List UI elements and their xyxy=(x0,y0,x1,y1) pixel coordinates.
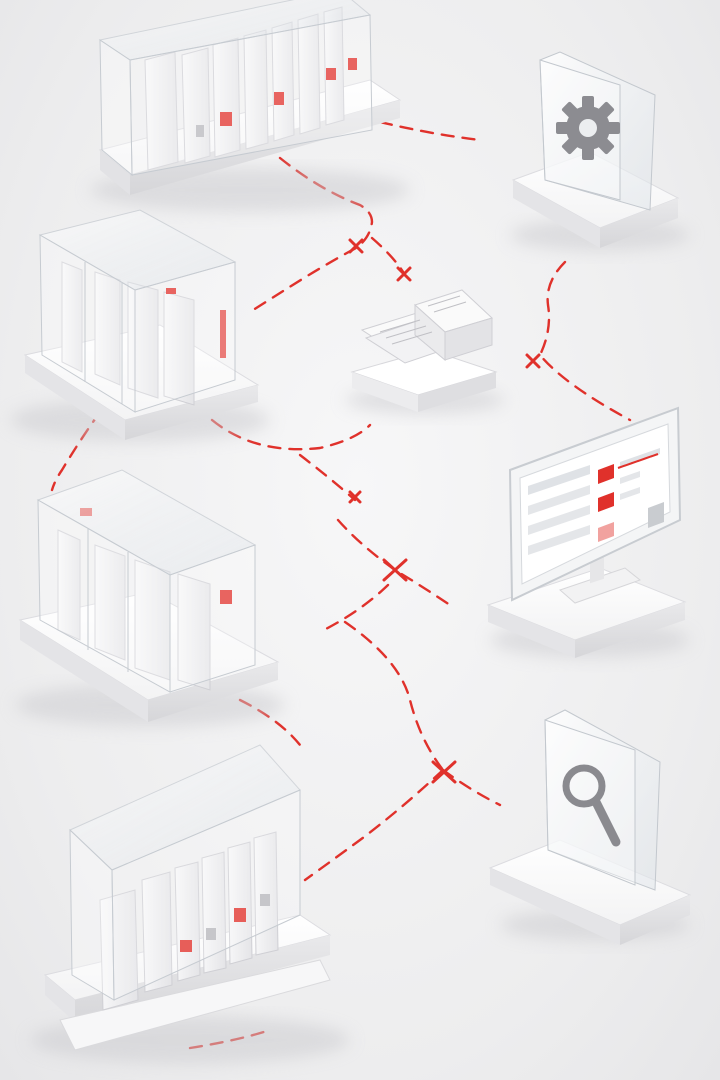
document-stack xyxy=(345,289,505,414)
file-cabinet-2 xyxy=(10,209,270,442)
file-cabinet-4 xyxy=(30,744,350,1064)
cross-markers xyxy=(348,238,541,784)
binder-row xyxy=(57,508,232,691)
monitor-icon xyxy=(508,406,682,602)
magnifier-icon xyxy=(562,764,621,847)
file-cabinet-3 xyxy=(15,469,285,727)
monitor-dashboard xyxy=(486,406,690,658)
search-panel xyxy=(488,709,692,945)
settings-panel xyxy=(510,51,690,251)
dashboard-rows xyxy=(528,448,664,555)
document-stack-icon xyxy=(360,289,493,364)
binder-row xyxy=(99,831,279,1011)
binder-row xyxy=(144,6,357,171)
gear-icon xyxy=(556,96,620,160)
file-cabinet-1 xyxy=(90,0,410,212)
